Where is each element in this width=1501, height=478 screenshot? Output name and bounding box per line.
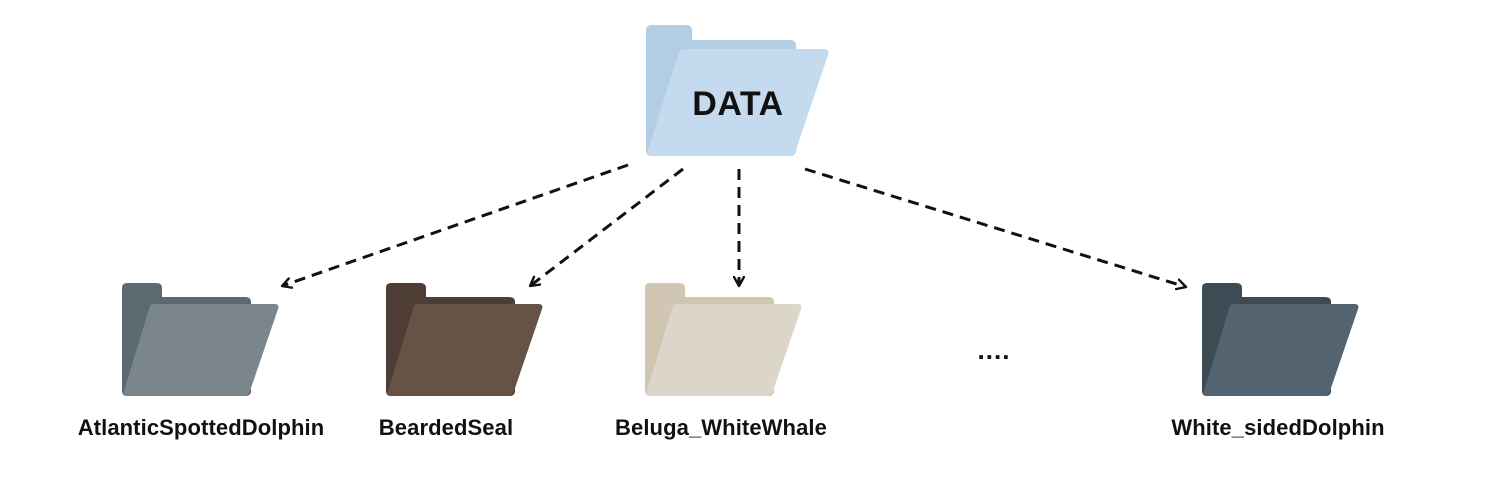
folder-icon-beluga-whitewhale[interactable]: [645, 283, 802, 396]
folder-label-atlanticspotteddolphin[interactable]: AtlanticSpottedDolphin: [77, 415, 325, 440]
folder-front: [387, 304, 543, 396]
folder-icon-beardedseal[interactable]: [386, 283, 543, 396]
connectors: [282, 163, 1186, 287]
folder-label-white-sideddolphin[interactable]: White_sidedDolphin: [1171, 415, 1385, 440]
folder-front: [1203, 304, 1359, 396]
root-folder-icon[interactable]: [646, 25, 829, 156]
folder-front: [123, 304, 279, 396]
root-folder-label: DATA: [692, 85, 784, 123]
root-folder-front: [647, 49, 829, 156]
folder-label-beardedseal[interactable]: BeardedSeal: [378, 415, 514, 440]
connector-white-sideddolphin: [804, 167, 1186, 287]
folder-label-beluga-whitewhale[interactable]: Beluga_WhiteWhale: [615, 415, 827, 440]
folder-icon-white-sideddolphin[interactable]: [1202, 283, 1359, 396]
folder-icon-atlanticspotteddolphin[interactable]: [122, 283, 279, 396]
connector-atlanticspotteddolphin: [282, 163, 629, 286]
connector-beardedseal: [530, 167, 684, 286]
folder-front: [646, 304, 802, 396]
more-folders-ellipsis: ....: [977, 335, 1011, 365]
